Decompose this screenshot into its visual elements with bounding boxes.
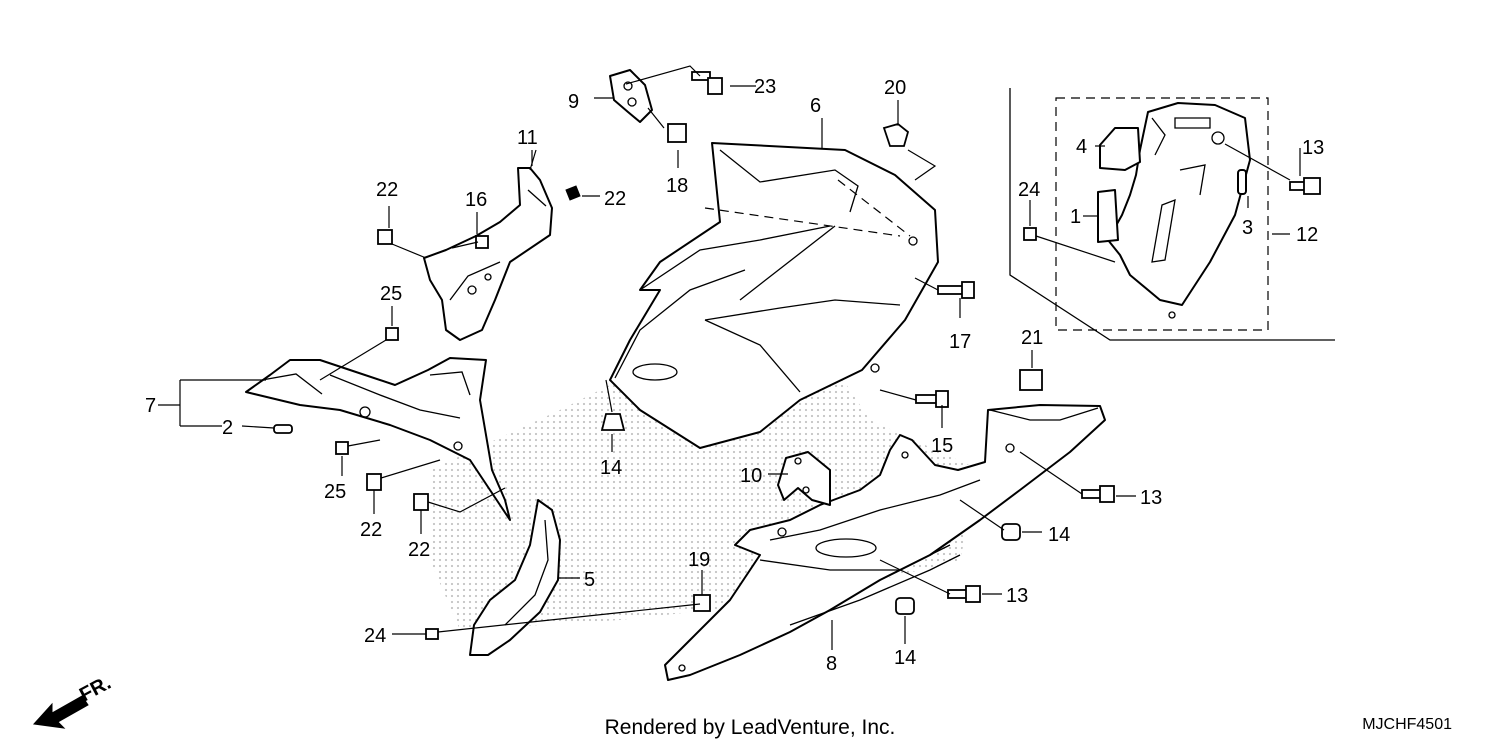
callout-4: 4	[1076, 136, 1087, 158]
callout-24-a: 24	[364, 625, 386, 647]
part-10-bracket	[777, 451, 831, 506]
callout-21: 21	[1021, 327, 1043, 349]
part-11-inner-bracket	[423, 149, 553, 341]
hardware	[273, 71, 1321, 640]
callout-22-b: 22	[376, 179, 398, 201]
diagram-code: MJCHF4501	[1362, 716, 1452, 733]
callout-labels: 9 23 18 6 20 11 22 22 16 25 7 2 25 22 22…	[145, 76, 1324, 675]
part-5-side-panel	[469, 499, 561, 656]
callout-24-b: 24	[1018, 179, 1040, 201]
callout-9: 9	[568, 91, 579, 113]
callout-25-a: 25	[380, 283, 402, 305]
callout-10: 10	[740, 465, 762, 487]
callout-5: 5	[584, 569, 595, 591]
render-credit: Rendered by LeadVenture, Inc.	[604, 716, 896, 739]
leader-lines	[158, 65, 1301, 650]
callout-13-a: 13	[1140, 487, 1162, 509]
callout-3: 3	[1242, 217, 1253, 239]
part-9-stay	[609, 69, 653, 123]
callout-11: 11	[517, 127, 538, 149]
callout-12: 12	[1296, 224, 1318, 246]
inset-box	[1009, 88, 1335, 341]
callout-17: 17	[949, 331, 971, 353]
callout-13-b: 13	[1006, 585, 1028, 607]
callout-22-a: 22	[604, 188, 626, 210]
callout-8: 8	[826, 653, 837, 675]
callout-20: 20	[884, 77, 906, 99]
callout-25-b: 25	[324, 481, 346, 503]
callout-22-d: 22	[408, 539, 430, 561]
callout-7: 7	[145, 395, 156, 417]
part-6-upper-cowl	[609, 142, 939, 449]
callout-14-b: 14	[1048, 524, 1070, 546]
callout-14-c: 14	[894, 647, 916, 669]
callout-14-a: 14	[600, 457, 622, 479]
callout-18: 18	[666, 175, 688, 197]
callout-15: 15	[931, 435, 953, 457]
callout-23: 23	[754, 76, 776, 98]
callout-22-c: 22	[360, 519, 382, 541]
callout-16: 16	[465, 189, 487, 211]
part-7-inner-panel	[245, 357, 511, 521]
callout-6: 6	[810, 95, 821, 117]
part-8-lower-cowl	[664, 404, 1106, 681]
callout-1: 1	[1070, 206, 1081, 228]
callout-13-c: 13	[1302, 137, 1324, 159]
callout-2: 2	[222, 417, 233, 439]
callout-19: 19	[688, 549, 710, 571]
front-arrow-icon	[32, 695, 89, 729]
